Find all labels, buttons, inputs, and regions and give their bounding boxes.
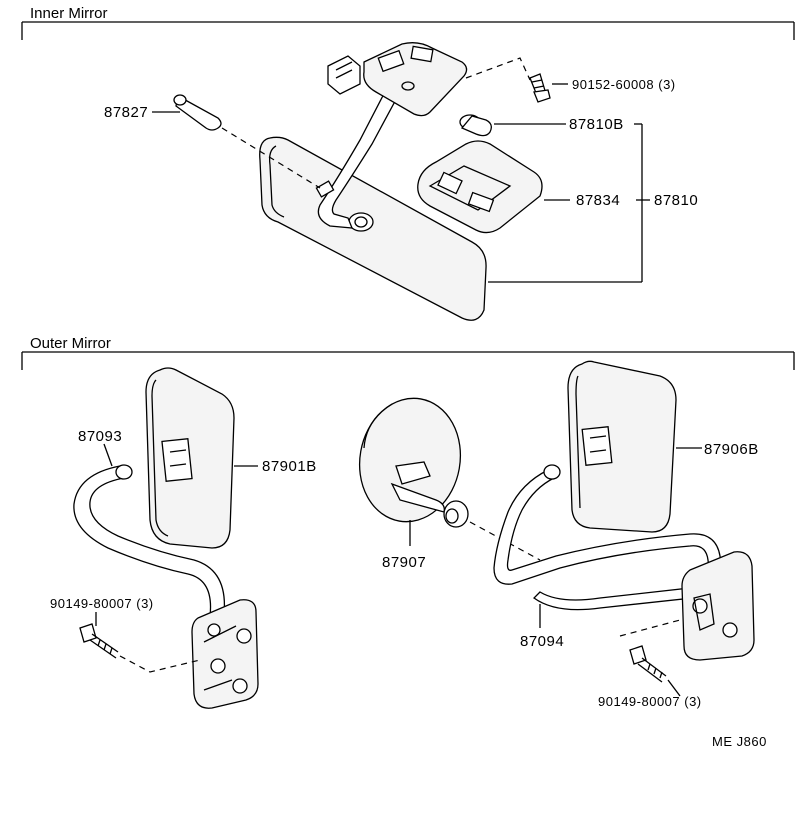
mirror-pin-87827 (173, 94, 222, 131)
label-87834: 87834 (576, 192, 620, 209)
screw-90152-60008 (529, 73, 551, 103)
bulb-87810B (459, 114, 492, 137)
outer-mirror-bracket-right (681, 551, 755, 661)
dash-87827 (221, 127, 321, 189)
dash-90149-right-a (619, 619, 681, 637)
dash-90152 (465, 57, 531, 81)
inner-mirror-stay-arm (315, 85, 401, 229)
figure-code: ME J860 (712, 734, 767, 749)
label-87827: 87827 (104, 104, 148, 121)
outer-mirror-head-left (145, 367, 235, 549)
bracket-87810 (488, 123, 650, 283)
inner-mirror-section-frame (21, 21, 795, 40)
label-87093: 87093 (78, 428, 122, 445)
label-87907: 87907 (382, 554, 426, 571)
inner-mirror-heading: Inner Mirror (30, 5, 108, 22)
outer-mirror-head-right (567, 360, 677, 533)
label-87901B: 87901B (262, 458, 317, 475)
label-87094: 87094 (520, 633, 564, 650)
outer-mirror-section-frame (21, 351, 795, 370)
label-87906B: 87906B (704, 441, 759, 458)
label-90149-80007-left: 90149-80007 (3) (50, 596, 154, 611)
dash-90149-left (119, 655, 201, 673)
bolt-90149-80007-left (79, 623, 119, 659)
bolt-90149-80007-right (629, 645, 667, 683)
convex-mirror-87907 (358, 397, 469, 528)
label-87810: 87810 (654, 192, 698, 209)
outer-mirror-heading: Outer Mirror (30, 335, 111, 352)
inner-mirror-mount-bracket (327, 42, 468, 117)
label-87810B: 87810B (569, 116, 624, 133)
label-90152-60008: 90152-60008 (3) (572, 77, 676, 92)
outer-mirror-bracket-left (191, 599, 259, 709)
label-90149-80007-right: 90149-80007 (3) (598, 694, 702, 709)
leader-87093 (103, 443, 113, 467)
leader-90149-right (667, 679, 681, 697)
dash-87907 (469, 521, 541, 561)
inner-mirror-body (259, 136, 487, 321)
lamp-lens-87834 (417, 140, 543, 234)
